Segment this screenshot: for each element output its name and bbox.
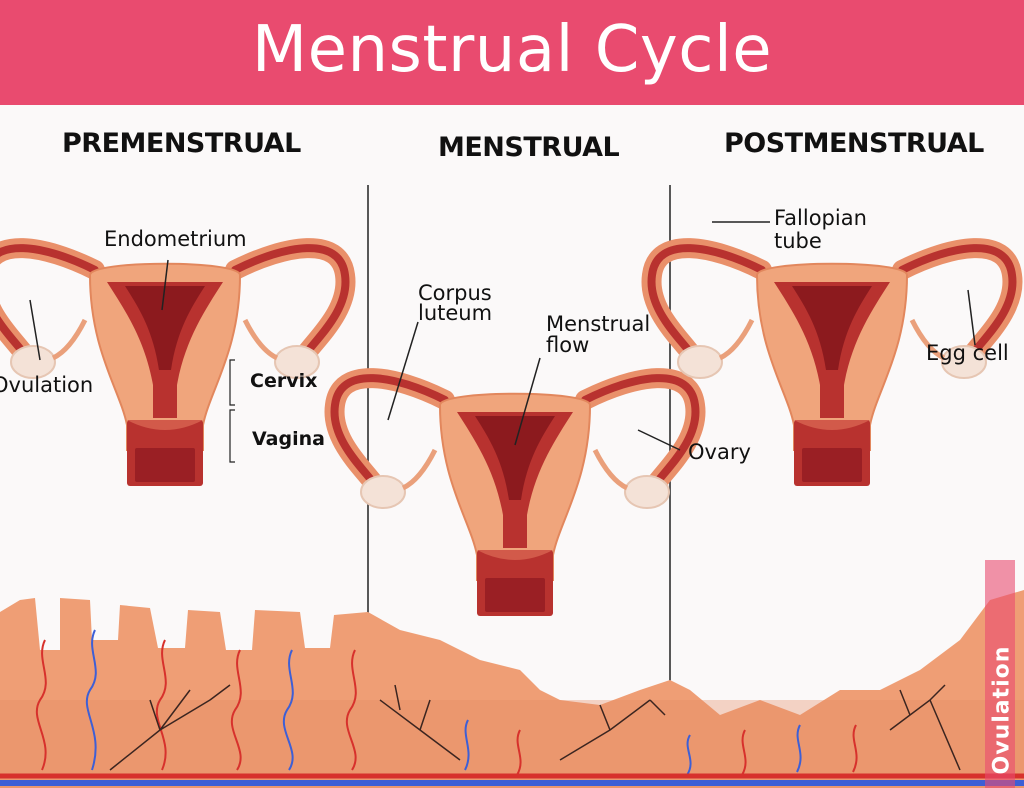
label-fallopian-1: Fallopian [774,206,867,230]
title-banner: Menstrual Cycle [0,0,1024,105]
label-corpus-luteum-2: luteum [418,301,493,325]
stage-title-postmenstrual: POSTMENSTRUAL [724,128,984,159]
label-cervix: Cervix [250,370,318,392]
label-menstrual-flow-1: Menstrual [546,312,651,336]
ovulation-bar [985,560,1015,788]
label-corpus-luteum-1: Corpus [418,281,492,305]
label-egg-cell: Egg cell [926,341,1009,365]
label-vagina: Vagina [252,428,325,450]
uterus-menstrual [335,378,696,616]
label-ovulation-side: Ovulation [0,373,94,397]
stage-title-premenstrual: PREMENSTRUAL [62,128,301,159]
uterus-premenstrual [0,248,345,486]
label-endometrium: Endometrium [104,227,247,251]
stage-title-menstrual: MENSTRUAL [438,132,620,163]
label-ovary: Ovary [688,440,751,464]
label-fallopian-2: tube [774,229,822,253]
label-menstrual-flow-2: flow [546,333,590,357]
page-title: Menstrual Cycle [251,13,773,87]
ovulation-bar-label: Ovulation [989,645,1015,775]
endometrium-band [0,590,1024,788]
